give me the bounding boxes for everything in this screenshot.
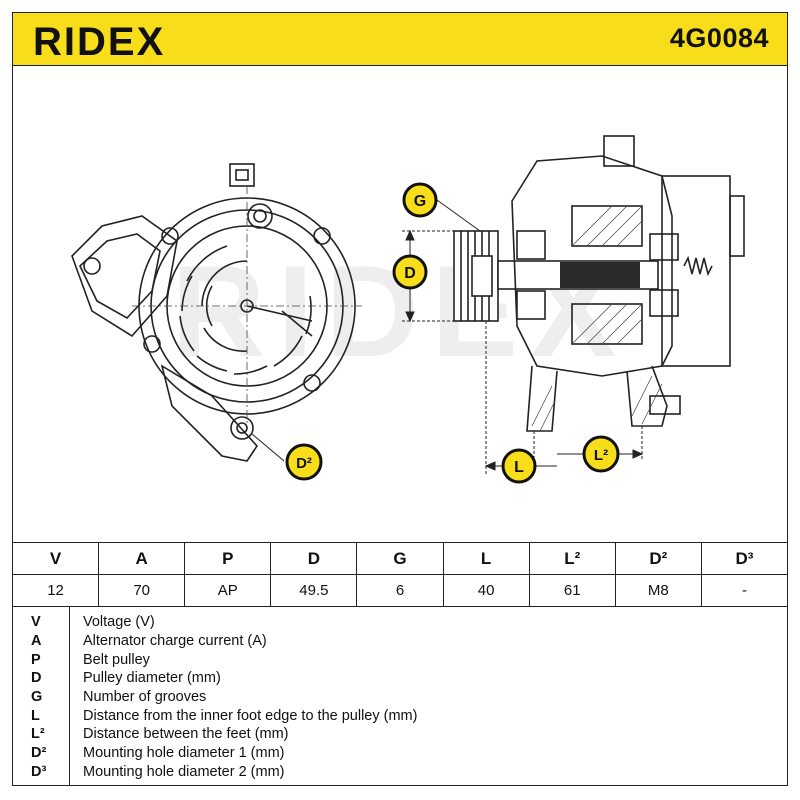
legend-description: Mounting hole diameter 1 (mm) [83, 745, 285, 761]
spec-col-d2: D² [614, 542, 702, 575]
armature-core [560, 262, 640, 288]
spec-value-g: 6 [356, 574, 444, 607]
callout-g-label: G [414, 193, 426, 210]
spec-table: V A P D G L L² D² D³ 12 70 AP 49.5 6 40 … [11, 542, 789, 607]
dimension-lines [402, 199, 644, 476]
spec-value-a: 70 [98, 574, 186, 607]
callout-d2: D² [285, 443, 323, 481]
spec-value-d: 49.5 [270, 574, 358, 607]
callout-d-label: D [404, 265, 416, 282]
spec-value-p: AP [184, 574, 272, 607]
callout-l: L [501, 448, 537, 484]
callout-d2-label: D² [296, 455, 312, 472]
part-number: 4G0084 [669, 23, 769, 53]
legend-description: Mounting hole diameter 2 (mm) [83, 764, 285, 780]
spec-col-a: A [98, 542, 186, 575]
callout-d: D [392, 254, 428, 290]
legend-description: Voltage (V) [83, 614, 155, 630]
legend-symbol: D [31, 670, 42, 686]
legend-description: Pulley diameter (mm) [83, 670, 221, 686]
spec-value-d2: M8 [614, 574, 702, 607]
spec-col-l: L [442, 542, 530, 575]
legend-symbol: D² [31, 745, 47, 761]
legend-description: Distance between the feet (mm) [83, 726, 289, 742]
legend-description: Number of grooves [83, 689, 207, 705]
spec-col-p: P [184, 542, 272, 575]
section-hatch [531, 205, 663, 432]
spec-value-l2: 61 [528, 574, 616, 607]
spec-col-d: D [270, 542, 358, 575]
spec-col-g: G [356, 542, 444, 575]
technical-drawing: RIDEX [71, 135, 745, 484]
legend-symbol: V [31, 614, 41, 630]
callout-g: G [402, 182, 438, 218]
brand-logo-text: RIDEX [33, 20, 165, 63]
header-bar: RIDEX 4G0084 [12, 12, 788, 66]
callout-l2: L² [582, 435, 620, 473]
legend-divider [69, 606, 70, 785]
callout-l-label: L [514, 459, 524, 476]
spec-header-row: V A P D G L L² D² D³ [11, 542, 789, 575]
legend-description: Belt pulley [83, 652, 150, 668]
spec-value-l: 40 [442, 574, 530, 607]
drawing-frame [12, 66, 788, 542]
legend-symbol: D³ [31, 764, 47, 780]
spec-col-l2: L² [528, 542, 616, 575]
legend: V Voltage (V) A Alternator charge curren… [12, 606, 788, 786]
brand-logo: RIDEX [33, 20, 165, 63]
spec-value-d3: - [700, 574, 789, 607]
legend-symbol: G [31, 689, 43, 705]
spec-value-v: 12 [11, 574, 100, 607]
center-lines [132, 186, 362, 426]
legend-symbol: P [31, 652, 41, 668]
spec-col-d3: D³ [700, 542, 789, 575]
callout-l2-label: L² [594, 447, 608, 464]
legend-description: Alternator charge current (A) [83, 633, 267, 649]
d2-leader [251, 433, 285, 462]
legend-description: Distance from the inner foot edge to the… [83, 708, 418, 724]
spec-col-v: V [11, 542, 100, 575]
legend-symbol: L [31, 708, 40, 724]
legend-symbol: L² [31, 726, 45, 742]
spec-value-row: 12 70 AP 49.5 6 40 61 M8 - [11, 574, 789, 607]
legend-symbol: A [31, 633, 42, 649]
